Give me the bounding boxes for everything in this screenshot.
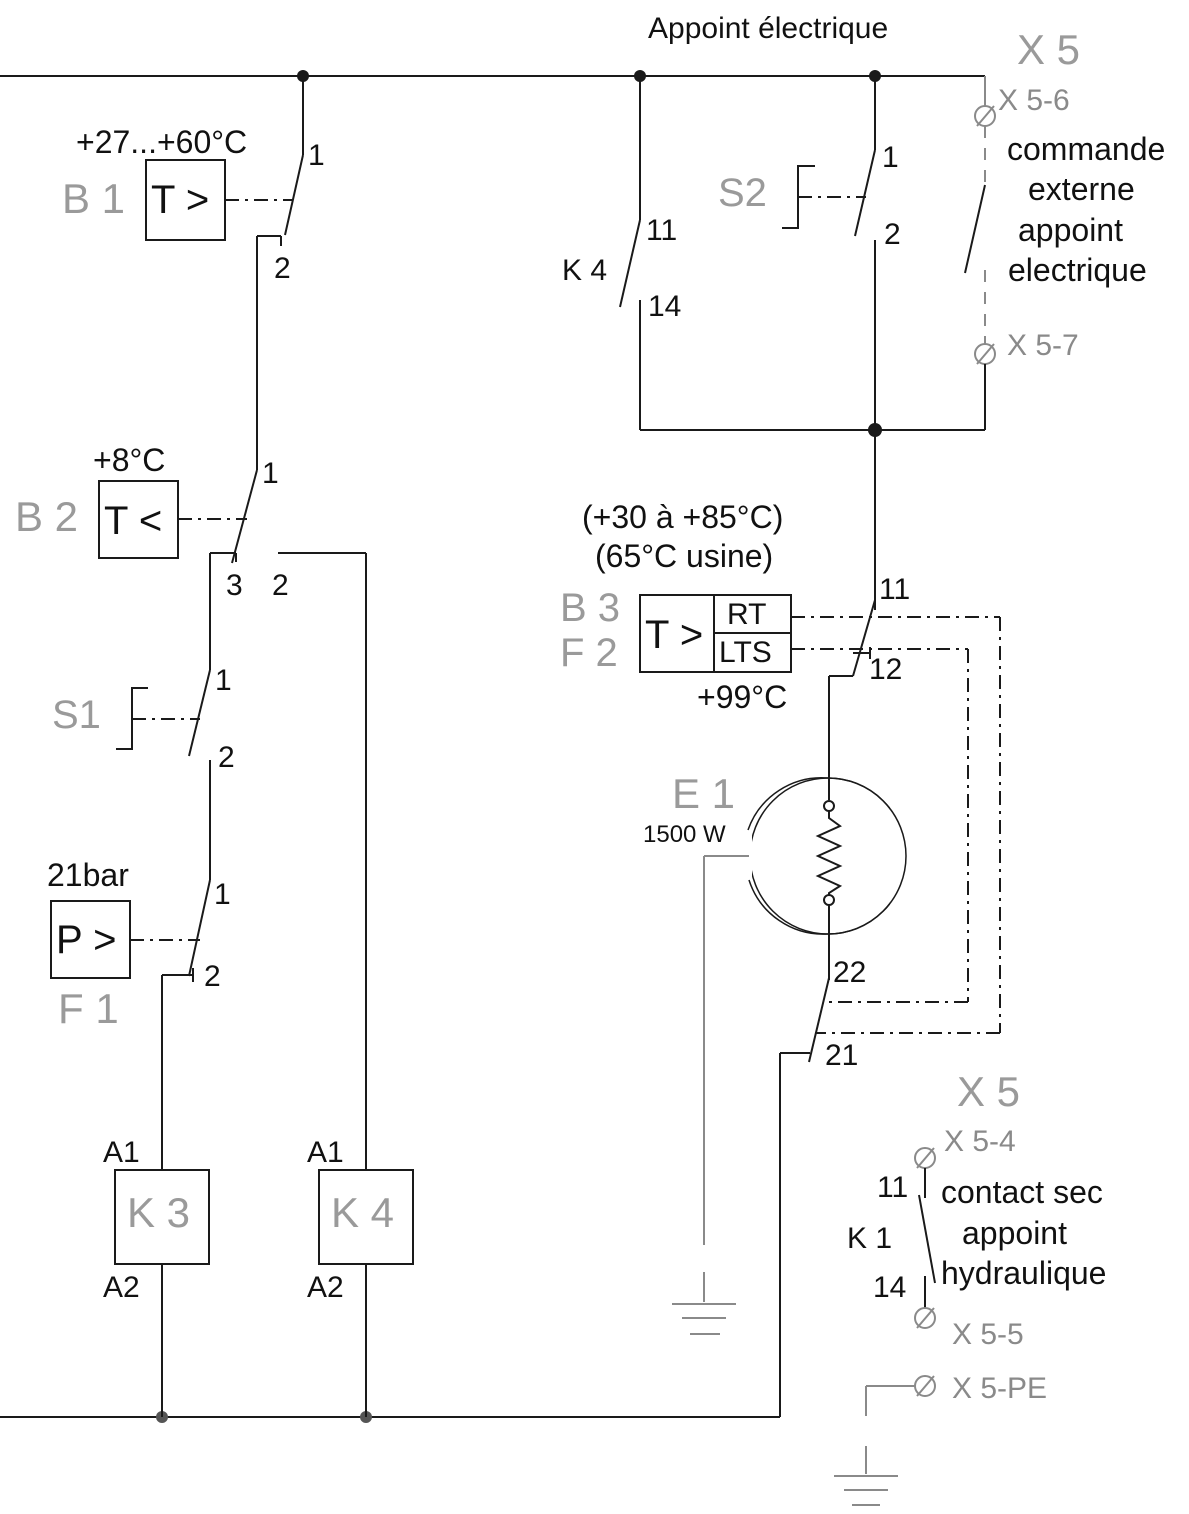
x5-pe-ground: X 5-PE	[834, 1372, 1047, 1506]
b3-f2-thermostat: T > RT LTS (+30 à +85°C) (65°C usine) B …	[560, 499, 1001, 1072]
b3-symbol: T >	[645, 613, 703, 657]
bottom-bus	[0, 1052, 810, 1423]
x5-bottom-desc-3: hydraulique	[941, 1255, 1106, 1291]
b2-symbol: T <	[104, 499, 162, 543]
x5-top-desc-1: commande	[1007, 131, 1165, 167]
k4-contact-tag: K 4	[562, 254, 607, 287]
s1-pin-2: 2	[218, 741, 235, 774]
k4-pin-14: 14	[648, 290, 681, 323]
x5-top-tag: X 5	[1017, 26, 1080, 73]
k4-pin-11: 11	[646, 214, 677, 247]
f1-pin-1: 1	[214, 878, 231, 911]
b3-pin-11: 11	[879, 573, 910, 606]
x5-4-label: X 5-4	[944, 1125, 1016, 1158]
b3-lts-label: LTS	[719, 636, 772, 669]
b3-tag: B 3	[560, 586, 620, 630]
b1-tag: B 1	[62, 175, 125, 222]
b1-sensor-box	[145, 159, 226, 241]
k1-pin-11: 11	[877, 1171, 908, 1204]
k4-a2: A2	[307, 1271, 344, 1304]
x5-dry-contact: X 5 X 5-4 X 5-5 K 1 11 14 contact sec ap…	[847, 1068, 1106, 1351]
f1-tag: F 1	[58, 985, 119, 1032]
b1-pin-2: 2	[274, 252, 291, 285]
f1-pin-2: 2	[204, 960, 221, 993]
f1-sensor-box	[50, 900, 131, 979]
b3-pin-12: 12	[869, 653, 902, 686]
x5-top-desc-2: externe	[1028, 171, 1135, 207]
resistor-icon	[815, 811, 843, 895]
b3-pin-22: 22	[833, 956, 866, 989]
s1-tag: S1	[52, 693, 101, 737]
x5-external-command: X 5 X 5-6 X 5-7 commande externe appoint…	[875, 26, 1165, 430]
x5-top-desc-3: appoint	[1018, 212, 1123, 248]
f1-setpoint: 21bar	[47, 857, 129, 893]
x5-bottom-desc-1: contact sec	[941, 1174, 1103, 1210]
k3-coil: K 3 A1 A2	[103, 1136, 210, 1417]
k3-a1: A1	[103, 1136, 140, 1169]
b1-range: +27...+60°C	[76, 124, 247, 160]
x5-7-label: X 5-7	[1007, 329, 1079, 362]
s2-pin-1: 1	[882, 141, 899, 174]
x5-top-desc-4: electrique	[1008, 252, 1147, 288]
e1-heater: E 1 1500 W	[643, 770, 910, 1245]
ground-icon	[672, 1272, 736, 1335]
k4-a1: A1	[307, 1136, 344, 1169]
x5-bottom-tag: X 5	[957, 1068, 1020, 1115]
b3-pin-21: 21	[825, 1039, 858, 1072]
f1-pressure-switch: P > 21bar F 1 1 2	[47, 857, 231, 1170]
resistor-terminal-icon	[823, 894, 835, 906]
b3-range: (+30 à +85°C)	[582, 499, 783, 535]
s1-switch: S1 1 2	[52, 664, 235, 880]
b3-rt-label: RT	[727, 598, 766, 631]
b3-factory: (65°C usine)	[595, 538, 773, 574]
x5-pe-label: X 5-PE	[952, 1372, 1047, 1405]
x5-bottom-desc-2: appoint	[962, 1215, 1067, 1251]
s2-tag: S2	[718, 171, 767, 215]
k3-a2: A2	[103, 1271, 140, 1304]
k1-pin-14: 14	[873, 1271, 906, 1304]
k4-tag: K 4	[331, 1189, 394, 1236]
diagram-title: Appoint électrique	[648, 12, 888, 45]
b2-pin-3: 3	[226, 569, 243, 602]
b2-sensor-box	[98, 480, 179, 559]
k3-tag: K 3	[127, 1189, 190, 1236]
e1-tag: E 1	[672, 770, 735, 817]
e1-power: 1500 W	[643, 821, 726, 848]
x5-6-label: X 5-6	[998, 84, 1070, 117]
s1-pin-1: 1	[215, 664, 232, 697]
s2-switch: S2 1 2	[718, 76, 901, 610]
s2-pin-2: 2	[884, 218, 901, 251]
top-bus	[0, 70, 985, 82]
b1-symbol: T >	[151, 178, 209, 222]
b1-thermostat: T > +27...+60°C B 1 1 2	[62, 76, 325, 470]
b2-setpoint: +8°C	[93, 442, 165, 478]
b2-tag: B 2	[15, 493, 78, 540]
x5-5-label: X 5-5	[952, 1318, 1024, 1351]
k4-coil-box	[318, 1169, 414, 1265]
k4-coil: K 4 A1 A2	[307, 1136, 414, 1417]
b1-pin-1: 1	[308, 139, 325, 172]
k3-coil-box	[114, 1169, 210, 1265]
b2-pin-1: 1	[262, 457, 279, 490]
k1-tag: K 1	[847, 1222, 892, 1255]
f1-symbol: P >	[56, 918, 116, 962]
resistor-terminal-icon	[823, 800, 835, 812]
f2-tag: F 2	[560, 631, 618, 675]
b2-pin-2: 2	[272, 569, 289, 602]
lts-setpoint: +99°C	[697, 679, 787, 715]
b2-thermostat: T < +8°C B 2 1 3 2	[15, 442, 367, 1170]
k4-contact: K 4 11 14	[562, 76, 985, 437]
